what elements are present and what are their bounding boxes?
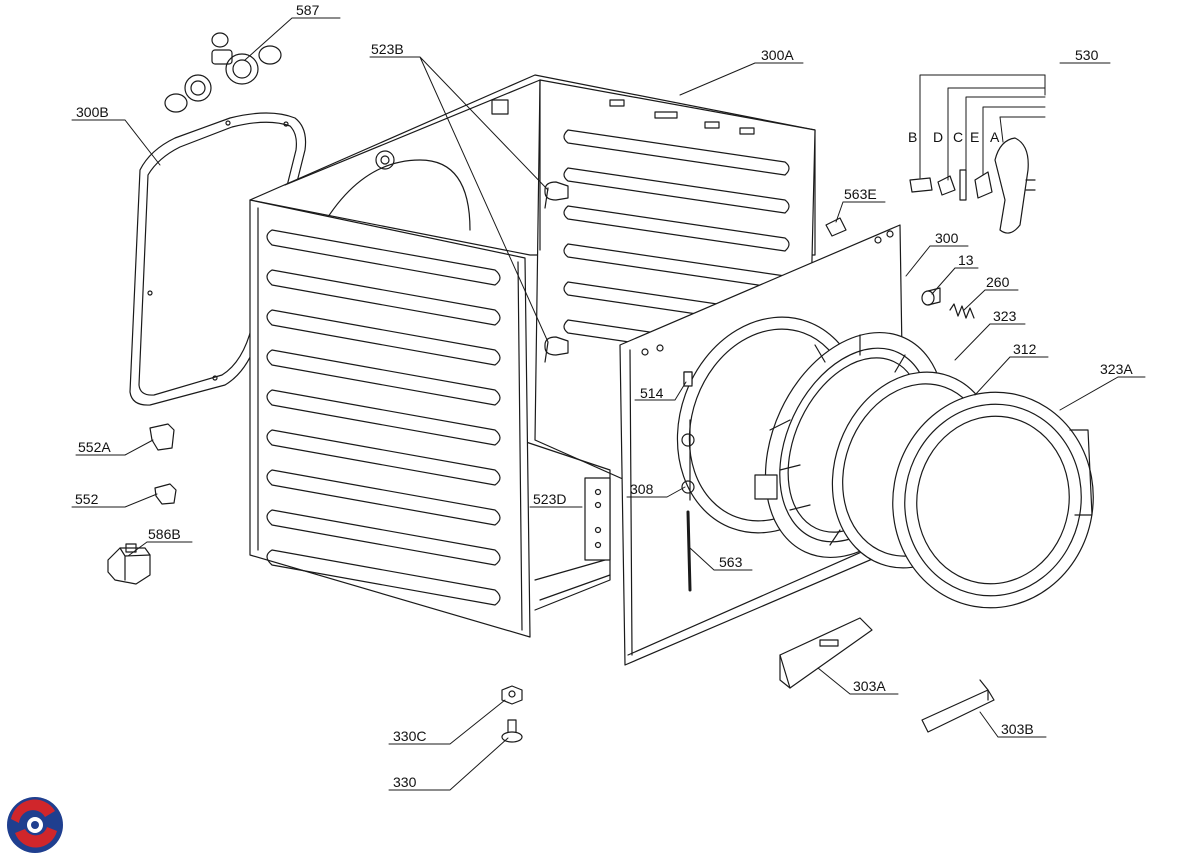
label-323A: 323A — [1100, 361, 1133, 377]
label-300A: 300A — [761, 47, 794, 63]
part-330C-nut — [502, 686, 522, 704]
part-side-panel — [250, 200, 530, 637]
label-330C: 330C — [393, 728, 426, 744]
letter-C: C — [953, 129, 963, 145]
part-552A-bracket — [150, 424, 174, 450]
part-260-spring — [950, 304, 974, 318]
label-514: 514 — [640, 385, 664, 401]
label-312: 312 — [1013, 341, 1037, 357]
label-323: 323 — [993, 308, 1017, 324]
part-303A-bracket — [780, 618, 872, 688]
label-552A: 552A — [78, 439, 111, 455]
label-563: 563 — [719, 554, 743, 570]
label-300: 300 — [935, 230, 959, 246]
letter-D: D — [933, 129, 943, 145]
letter-E: E — [970, 129, 979, 145]
part-523B-clips — [545, 182, 568, 362]
label-523D: 523D — [533, 491, 566, 507]
part-586B-block — [108, 544, 150, 584]
part-330-bolt — [502, 720, 522, 742]
part-labels: 587 523B 300A 530 300B 563E 300 13 260 3… — [75, 2, 1133, 790]
label-303A: 303A — [853, 678, 886, 694]
label-586B: 586B — [148, 526, 181, 542]
part-530-latch-set — [910, 138, 1035, 233]
label-530: 530 — [1075, 47, 1099, 63]
label-303B: 303B — [1001, 721, 1034, 737]
part-323A-door — [876, 376, 1110, 623]
label-260: 260 — [986, 274, 1010, 290]
leader-lines — [71, 17, 1146, 791]
letter-A: A — [990, 129, 1000, 145]
part-587-bushings — [165, 33, 281, 112]
label-13: 13 — [958, 252, 974, 268]
part-303B-bracket — [922, 680, 994, 732]
label-587: 587 — [296, 2, 320, 18]
label-300B: 300B — [76, 104, 109, 120]
part-563E-bracket — [826, 218, 846, 236]
letter-B: B — [908, 129, 917, 145]
label-552: 552 — [75, 491, 99, 507]
label-563E: 563E — [844, 186, 877, 202]
part-300B-rear-seal — [130, 113, 306, 405]
brand-logo-icon — [7, 797, 63, 853]
part-514-pin — [684, 372, 692, 386]
label-308: 308 — [630, 481, 654, 497]
part-552-bracket — [155, 484, 176, 504]
part-13-pin — [922, 288, 940, 305]
label-330: 330 — [393, 774, 417, 790]
label-523B: 523B — [371, 41, 404, 57]
